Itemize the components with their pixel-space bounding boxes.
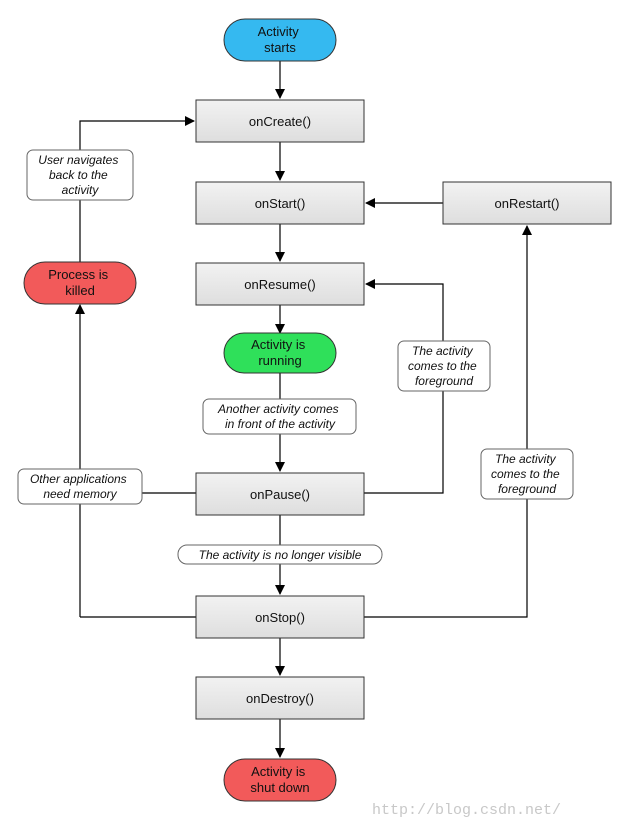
node-activity-starts: Activity starts — [223, 18, 337, 62]
activity-starts-line-2: starts — [264, 40, 296, 55]
note-user-navigates-line-2: back to the — [49, 168, 108, 182]
svg-text:Activity is running: Activity is running — [251, 337, 309, 368]
arrow-killed-to-oncreate — [79, 116, 195, 262]
activity-running-line-1: Activity is — [251, 337, 306, 352]
box-onstop — [195, 595, 365, 639]
pill-activity-starts — [223, 18, 337, 62]
pill-activity-running — [223, 332, 337, 374]
note-another-activity-line-1: Another activity comes — [217, 402, 339, 416]
note-other-apps-box — [17, 468, 143, 505]
note-foreground-2: The activity comes to the foreground — [480, 448, 574, 500]
note-user-navigates-box — [26, 149, 134, 201]
box-onstart — [195, 181, 365, 225]
note-other-apps-line-2: need memory — [43, 487, 117, 501]
watermark: http://blog.csdn.net/ — [372, 802, 561, 819]
note-other-apps-line-1: Other applications — [30, 472, 127, 486]
node-process-killed: Process is killed — [23, 261, 137, 305]
node-onstop: onStop() — [195, 595, 365, 639]
svg-text:Process is killed: Process is killed — [48, 267, 112, 298]
oncreate-label: onCreate() — [249, 114, 311, 129]
svg-text:Another activity comes i: Another activity comes in front of the a… — [217, 402, 342, 431]
connectors — [75, 61, 532, 758]
note-foreground-2-line-1: The activity — [495, 452, 557, 466]
node-onstart: onStart() — [195, 181, 365, 225]
svg-text:Other applications need: Other applications need memory — [30, 472, 130, 501]
note-user-navigates-line-1: User navigates — [38, 153, 118, 167]
note-foreground-2-line-3: foreground — [498, 482, 556, 496]
note-foreground-2-line-2: comes to the — [491, 467, 560, 481]
node-activity-running: Activity is running — [223, 332, 337, 374]
note-another-activity-line-2: in front of the activity — [225, 417, 336, 431]
activity-shut-down-line-1: Activity is — [251, 764, 306, 779]
note-no-longer-visible-line-1: The activity is no longer visible — [199, 548, 362, 562]
svg-text:Activity starts: Activity starts — [258, 24, 303, 55]
pill-process-killed — [23, 261, 137, 305]
node-activity-shut-down: Activity is shut down — [223, 758, 337, 802]
svg-text:The activity comes to th: The activity comes to the foreground — [491, 452, 563, 496]
note-foreground-1: The activity comes to the foreground — [397, 340, 491, 392]
activity-running-line-2: running — [258, 353, 301, 368]
node-onresume: onResume() — [195, 262, 365, 306]
onrestart-label: onRestart() — [494, 196, 559, 211]
note-another-activity-box — [202, 398, 357, 435]
note-user-navigates-line-3: activity — [62, 183, 100, 197]
box-onrestart — [442, 181, 612, 225]
svg-text:Activity is shut down: Activity is shut down — [250, 764, 309, 795]
note-foreground-1-line-2: comes to the — [408, 359, 477, 373]
node-onrestart: onRestart() — [442, 181, 612, 225]
node-onpause: onPause() — [195, 472, 365, 516]
node-oncreate: onCreate() — [195, 99, 365, 143]
box-oncreate — [195, 99, 365, 143]
note-no-longer-visible: The activity is no longer visible — [177, 544, 383, 565]
activity-starts-line-1: Activity — [258, 24, 300, 39]
onresume-label: onResume() — [244, 277, 316, 292]
node-ondestroy: onDestroy() — [195, 676, 365, 720]
note-foreground-1-box — [397, 340, 491, 392]
note-other-apps: Other applications need memory — [17, 468, 143, 505]
activity-shut-down-line-2: shut down — [250, 780, 309, 795]
box-ondestroy — [195, 676, 365, 720]
note-foreground-1-line-1: The activity — [412, 344, 474, 358]
pill-activity-shut-down — [223, 758, 337, 802]
svg-text:User navigates back to t: User navigates back to the activity — [38, 153, 121, 197]
arrow-onpause-to-killed — [75, 304, 196, 494]
onpause-label: onPause() — [250, 487, 310, 502]
note-another-activity: Another activity comes in front of the a… — [202, 398, 357, 435]
box-onresume — [195, 262, 365, 306]
svg-text:The activity comes to th: The activity comes to the foreground — [408, 344, 480, 388]
process-killed-line-2: killed — [65, 283, 95, 298]
note-foreground-2-box — [480, 448, 574, 500]
process-killed-line-1: Process is — [48, 267, 108, 282]
ondestroy-label: onDestroy() — [246, 691, 314, 706]
note-no-longer-visible-box — [177, 544, 383, 565]
onstart-label: onStart() — [255, 196, 306, 211]
arrow-onstop-to-onrestart — [364, 225, 532, 618]
note-foreground-1-line-3: foreground — [415, 374, 473, 388]
note-user-navigates: User navigates back to the activity — [26, 149, 134, 201]
onstop-label: onStop() — [255, 610, 305, 625]
box-onpause — [195, 472, 365, 516]
